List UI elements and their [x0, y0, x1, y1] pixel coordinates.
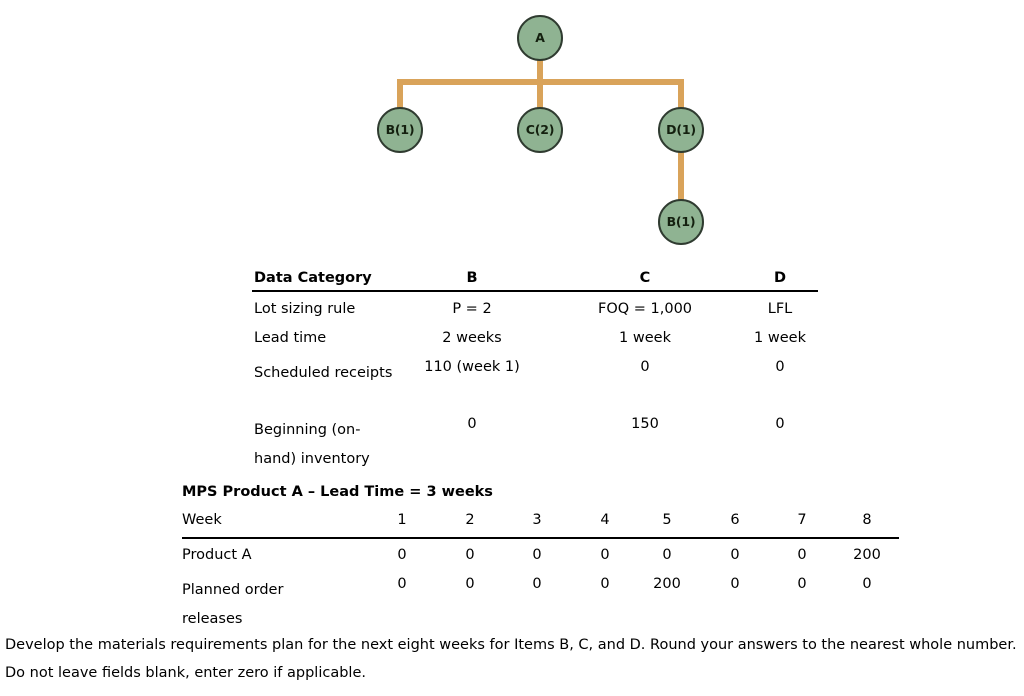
- connector-bus-to-c: [537, 79, 543, 109]
- row-scheduled-receipts-label: Scheduled receipts: [254, 365, 393, 381]
- mps-header-rule: [182, 537, 899, 539]
- question-prompt: Develop the materials requirements plan …: [5, 637, 1017, 681]
- mps-row-planned-order-releases-w5: 200: [653, 576, 681, 592]
- mps-row-planned-order-releases-w3: 0: [532, 576, 542, 592]
- data-category-header-label: Data Category: [254, 270, 372, 286]
- mps-row-planned-order-releases-label: Planned order releases: [182, 582, 284, 627]
- bom-node-a: A: [517, 15, 563, 61]
- row-lot-sizing-rule-c: FOQ = 1,000: [597, 301, 693, 317]
- mps-row-product-a-w3: 0: [532, 547, 542, 563]
- row-lot-sizing-rule-b: P = 2: [452, 301, 492, 317]
- data-category-header-d: D: [773, 270, 787, 286]
- mps-row-planned-order-releases-w7: 0: [797, 576, 807, 592]
- bom-node-b1-label: B(1): [385, 121, 415, 137]
- mps-week-8: 8: [862, 512, 872, 528]
- row-lead-time-label: Lead time: [254, 330, 327, 346]
- row-lot-sizing-rule-d: LFL: [767, 301, 793, 317]
- bom-node-c2-label: C(2): [525, 121, 555, 137]
- row-scheduled-receipts-c: 0: [640, 359, 650, 375]
- row-lead-time-c: 1 week: [619, 330, 671, 346]
- mps-row-planned-order-releases-w8: 0: [862, 576, 872, 592]
- mps-row-product-a-w8: 200: [853, 547, 881, 563]
- data-category-header-b: B: [466, 270, 478, 286]
- data-category-header-c: C: [639, 270, 651, 286]
- mps-week-3: 3: [532, 512, 542, 528]
- data-category-header-rule: [252, 290, 818, 292]
- mps-row-product-a-w4: 0: [600, 547, 610, 563]
- row-beginning-inventory-label: Beginning (on-hand) inventory: [254, 422, 370, 467]
- mps-row-planned-order-releases-w1: 0: [397, 576, 407, 592]
- mps-row-product-a-w7: 0: [797, 547, 807, 563]
- connector-d-to-b: [678, 150, 684, 203]
- row-beginning-inventory-d: 0: [775, 416, 785, 432]
- mps-week-6: 6: [730, 512, 740, 528]
- row-scheduled-receipts-d: 0: [775, 359, 785, 375]
- bom-node-a-label: A: [535, 29, 545, 45]
- mps-week-7: 7: [797, 512, 807, 528]
- mps-week-header: Week: [182, 512, 222, 528]
- bom-node-b1-child-label: B(1): [666, 213, 696, 229]
- mps-row-product-a-label: Product A: [182, 547, 252, 563]
- mps-row-planned-order-releases-w2: 0: [465, 576, 475, 592]
- bom-node-d1-label: D(1): [666, 121, 696, 137]
- mps-row-product-a-w5: 0: [662, 547, 672, 563]
- bom-node-c2: C(2): [517, 107, 563, 153]
- mps-row-product-a-w2: 0: [465, 547, 475, 563]
- row-lead-time-b: 2 weeks: [442, 330, 502, 346]
- row-scheduled-receipts-b: 110 (week 1): [424, 359, 520, 375]
- row-lead-time-d: 1 week: [754, 330, 806, 346]
- bom-node-b1-child: B(1): [658, 199, 704, 245]
- mps-row-planned-order-releases-w6: 0: [730, 576, 740, 592]
- row-beginning-inventory-c: 150: [631, 416, 659, 432]
- mps-row-product-a-w1: 0: [397, 547, 407, 563]
- mps-week-1: 1: [397, 512, 407, 528]
- mps-week-2: 2: [465, 512, 475, 528]
- connector-bus-to-b: [397, 79, 403, 109]
- mps-week-4: 4: [600, 512, 610, 528]
- row-beginning-inventory-b: 0: [467, 416, 477, 432]
- connector-bus-to-d: [678, 79, 684, 109]
- row-lot-sizing-rule-label: Lot sizing rule: [254, 301, 356, 317]
- bom-node-b1: B(1): [377, 107, 423, 153]
- mps-row-product-a-w6: 0: [730, 547, 740, 563]
- connector-a-to-bus: [537, 58, 543, 85]
- mps-table-title: MPS Product A – Lead Time = 3 weeks: [182, 484, 493, 500]
- bom-tree-diagram: A B(1) C(2) D(1) B(1): [0, 0, 1024, 255]
- mps-week-5: 5: [662, 512, 672, 528]
- bom-node-d1: D(1): [658, 107, 704, 153]
- mps-row-planned-order-releases-w4: 0: [600, 576, 610, 592]
